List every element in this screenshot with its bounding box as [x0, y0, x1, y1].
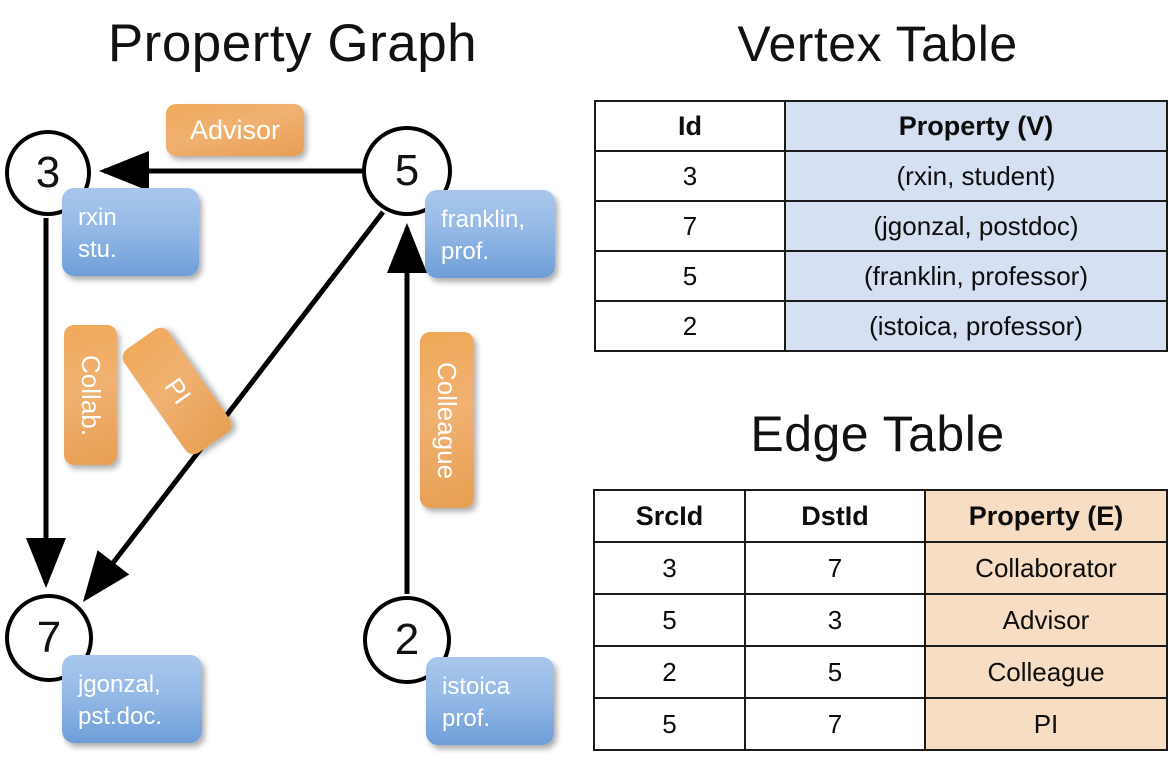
table-row: 5 7 PI	[593, 697, 1168, 751]
vertex-table: Id Property (V) 3 (rxin, student) 7 (jgo…	[594, 100, 1168, 352]
table-row: 3 (rxin, student)	[594, 150, 1168, 202]
edge-label-text-collab: Collab.	[76, 354, 106, 436]
vertex-property-line-1: rxin	[78, 204, 117, 231]
page-title-edge-table: Edge Table	[750, 406, 1005, 462]
graph-edges-layer	[26, 151, 427, 602]
edge-table-header-dstid: DstId	[744, 489, 926, 543]
edge-cell-srcid: 5	[593, 593, 746, 647]
edge-cell-srcid: 3	[593, 541, 746, 595]
table-row: 5 3 Advisor	[593, 593, 1168, 647]
edge-cell-dstid: 5	[744, 645, 926, 699]
vertex-property-box-istoica: istoica prof.	[426, 657, 554, 745]
vertex-property-line-1: istoica	[442, 673, 511, 700]
vertex-cell-id: 2	[594, 300, 786, 352]
vertex-cell-property: (jgonzal, postdoc)	[784, 200, 1168, 252]
vertex-property-line-2: prof.	[442, 705, 491, 732]
graph-node-2[interactable]: 2	[363, 596, 451, 684]
vertex-property-box-rxin: rxin stu.	[62, 188, 199, 276]
vertex-cell-id: 7	[594, 200, 786, 252]
edge-cell-property: Colleague	[924, 645, 1168, 699]
edge-table: SrcId DstId Property (E) 3 7 Collaborato…	[593, 489, 1168, 751]
edge-label-text-pi: PI	[158, 372, 197, 410]
vertex-table-header-id: Id	[594, 100, 786, 152]
vertex-cell-property: (istoica, professor)	[784, 300, 1168, 352]
edge-label-box-colleague: Colleague	[420, 332, 474, 508]
edge-table-header-property: Property (E)	[924, 489, 1168, 543]
property-graph-diagram: 3 5 7 2 rxin stu. franklin, prof. jgonza…	[5, 104, 555, 745]
graph-node-5[interactable]: 5	[362, 126, 452, 216]
edge-cell-property: Collaborator	[924, 541, 1168, 595]
vertex-property-line-1: jgonzal,	[78, 671, 161, 698]
edge-cell-property: Advisor	[924, 593, 1168, 647]
vertex-cell-id: 5	[594, 250, 786, 302]
vertex-property-line-2: prof.	[441, 238, 490, 265]
edge-5-to-7	[82, 210, 385, 602]
edge-label-text-advisor: Advisor	[189, 114, 281, 145]
page-title-property-graph: Property Graph	[107, 14, 478, 73]
vertex-property-line-2: stu.	[78, 236, 117, 263]
table-row: 7 (jgonzal, postdoc)	[594, 200, 1168, 252]
table-row: 3 7 Collaborator	[593, 541, 1168, 595]
vertex-property-line-1: franklin,	[441, 206, 526, 233]
edge-cell-dstid: 7	[744, 697, 926, 751]
edge-label-box-advisor: Advisor	[166, 104, 304, 156]
vertex-cell-property: (franklin, professor)	[784, 250, 1168, 302]
vertex-cell-id: 3	[594, 150, 786, 202]
edge-cell-dstid: 7	[744, 541, 926, 595]
vertex-property-box-jgonzal: jgonzal, pst.doc.	[62, 655, 202, 743]
edge-cell-srcid: 5	[593, 697, 746, 751]
page-title-vertex-table: Vertex Table	[737, 16, 1018, 72]
table-row: 2 5 Colleague	[593, 645, 1168, 699]
table-row: 2 (istoica, professor)	[594, 300, 1168, 352]
edge-table-header-row: SrcId DstId Property (E)	[593, 489, 1168, 543]
edge-cell-property: PI	[924, 697, 1168, 751]
vertex-property-line-2: pst.doc.	[78, 703, 163, 730]
edge-table-header-srcid: SrcId	[593, 489, 746, 543]
table-row: 5 (franklin, professor)	[594, 250, 1168, 302]
vertex-table-header-row: Id Property (V)	[594, 100, 1168, 152]
edge-label-box-collab: Collab.	[64, 325, 117, 465]
vertex-table-header-property: Property (V)	[784, 100, 1168, 152]
edge-cell-srcid: 2	[593, 645, 746, 699]
edge-label-text-colleague: Colleague	[432, 361, 463, 479]
edge-cell-dstid: 3	[744, 593, 926, 647]
vertex-cell-property: (rxin, student)	[784, 150, 1168, 202]
vertex-property-box-franklin: franklin, prof.	[425, 190, 555, 278]
